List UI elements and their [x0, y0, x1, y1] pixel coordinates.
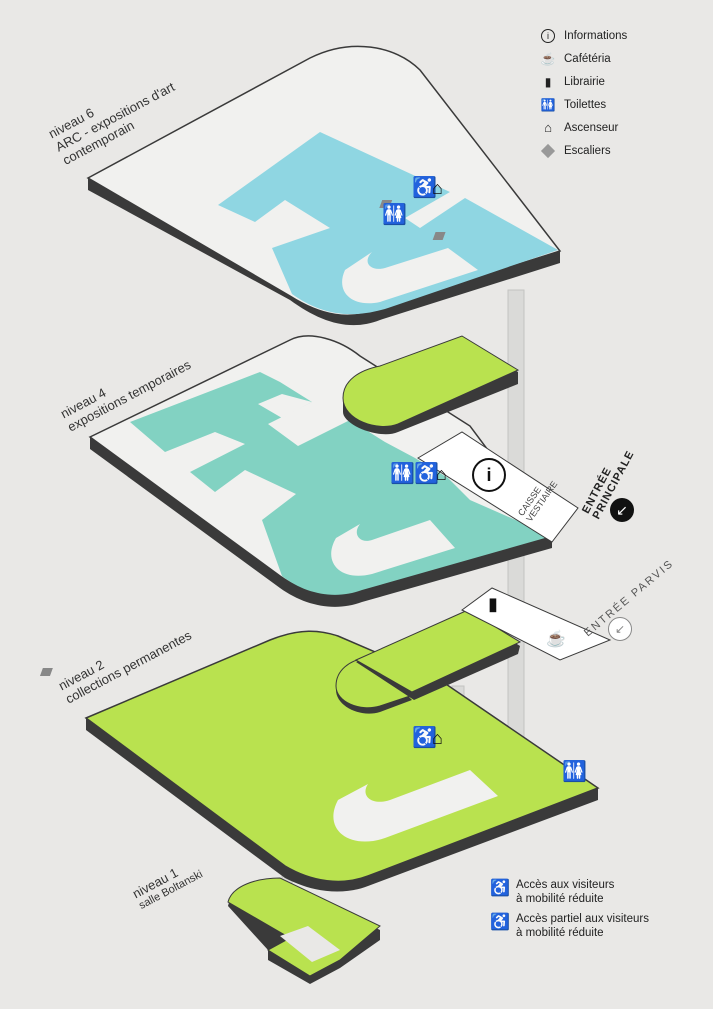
legend-line: Accès aux visiteurs [516, 879, 615, 891]
legend-line: à mobilité réduite [516, 927, 604, 939]
accessibility-legend: ♿ Accès aux visiteurs à mobilité réduite… [490, 878, 649, 946]
wheelchair-icon: ♿ [490, 880, 510, 897]
partial-wheelchair-icon: ♿ [490, 914, 510, 931]
toilets-icon: 🚻 [382, 204, 407, 226]
info-icon[interactable]: i [472, 458, 506, 492]
legend-line: à mobilité réduite [516, 893, 604, 905]
elevator-icon: ⌂ [432, 728, 443, 748]
legend-item-escaliers: Escaliers [538, 139, 627, 162]
legend-item-toilettes: 🚻 Toilettes [538, 93, 627, 116]
legend-label: Ascenseur [564, 121, 619, 134]
legend-label: Cafétéria [564, 52, 611, 65]
stairs-icon [538, 143, 558, 158]
parvis-entrance-arrow-icon[interactable]: ↙ [608, 617, 632, 641]
legend-item-full-access: ♿ Accès aux visiteurs à mobilité réduite [490, 878, 649, 906]
level-1-floor[interactable] [227, 877, 381, 984]
toilets-icon: 🚻 [562, 761, 587, 783]
elevator-icon: ⌂ [436, 464, 447, 484]
legend-item-ascenseur: ⌂ Ascenseur [538, 116, 627, 139]
legend-label: Informations [564, 29, 628, 42]
elevator-icon: ⌂ [544, 120, 552, 135]
info-icon: i [538, 28, 558, 43]
wheelchair-icon: ♿ [414, 463, 439, 485]
cafeteria-icon: ☕ [540, 51, 556, 66]
level-2-floor[interactable] [39, 587, 612, 892]
legend-line: Accès partiel aux visiteurs [516, 913, 649, 925]
legend: i Informations ☕ Cafétéria ▮ Librairie 🚻… [538, 24, 627, 162]
main-entrance-arrow-icon[interactable]: ↙ [610, 498, 634, 522]
legend-label: Escaliers [564, 144, 611, 157]
toilets-icon: 🚻 [390, 463, 415, 485]
level-6-floor[interactable] [86, 45, 562, 326]
legend-label: Toilettes [564, 98, 607, 111]
wheelchair-icon: ♿ [412, 177, 437, 199]
toilets-icon: 🚻 [540, 97, 556, 112]
legend-label: Librairie [564, 75, 605, 88]
legend-item-cafeteria: ☕ Cafétéria [538, 47, 627, 70]
level-4-floor[interactable] [88, 335, 579, 607]
cafeteria-icon: ☕ [546, 631, 566, 648]
legend-item-informations: i Informations [538, 24, 627, 47]
library-icon: ▮ [488, 594, 498, 614]
legend-item-librairie: ▮ Librairie [538, 70, 627, 93]
library-icon: ▮ [544, 74, 552, 89]
wheelchair-icon: ♿ [412, 727, 437, 749]
elevator-icon: ⌂ [432, 178, 443, 198]
legend-item-partial-access: ♿ Accès partiel aux visiteurs à mobilité… [490, 912, 649, 940]
